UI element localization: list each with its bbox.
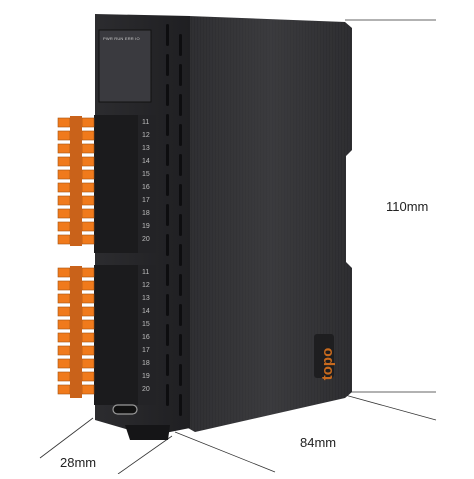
dim-line-width-b	[117, 435, 173, 475]
pin-number: 11	[142, 269, 150, 276]
pin-number: 12	[142, 282, 150, 289]
led-labels: PWR RUN ERR IO	[103, 36, 140, 41]
led-window	[98, 29, 152, 103]
dim-line-width-a	[39, 417, 94, 459]
pin-number: 18	[142, 210, 150, 217]
pin-number: 15	[142, 321, 150, 328]
pin-number: 14	[142, 308, 150, 315]
dim-line-depth-a	[344, 394, 437, 421]
pin-number: 12	[142, 132, 150, 139]
pin-number: 20	[142, 386, 150, 393]
pin-number: 16	[142, 184, 150, 191]
pin-number: 19	[142, 373, 150, 380]
pin-number: 16	[142, 334, 150, 341]
pin-number: 14	[142, 158, 150, 165]
pin-number: 18	[142, 360, 150, 367]
vent-slots	[166, 24, 182, 416]
usb-c-port-icon	[112, 404, 138, 415]
module-foot	[125, 425, 170, 440]
brand-logo-text: topo	[319, 347, 336, 381]
pin-number: 20	[142, 236, 150, 243]
dimension-width-label: 28mm	[60, 455, 97, 470]
pin-number: 13	[142, 145, 150, 152]
terminal-block-2	[57, 265, 156, 405]
pin-number: 11	[142, 119, 150, 126]
pin-number: 15	[142, 171, 150, 178]
dim-line-depth-b	[174, 431, 276, 473]
module-side-texture	[188, 16, 352, 432]
dimension-depth-label: 84mm	[300, 435, 337, 450]
pin-number: 19	[142, 223, 150, 230]
pin-number: 17	[142, 197, 150, 204]
brand-logo	[314, 334, 334, 378]
dimension-height-label: 110mm	[386, 199, 429, 214]
pin-number: 13	[142, 295, 150, 302]
terminal-block-1	[57, 115, 156, 253]
pin-number: 17	[142, 347, 150, 354]
